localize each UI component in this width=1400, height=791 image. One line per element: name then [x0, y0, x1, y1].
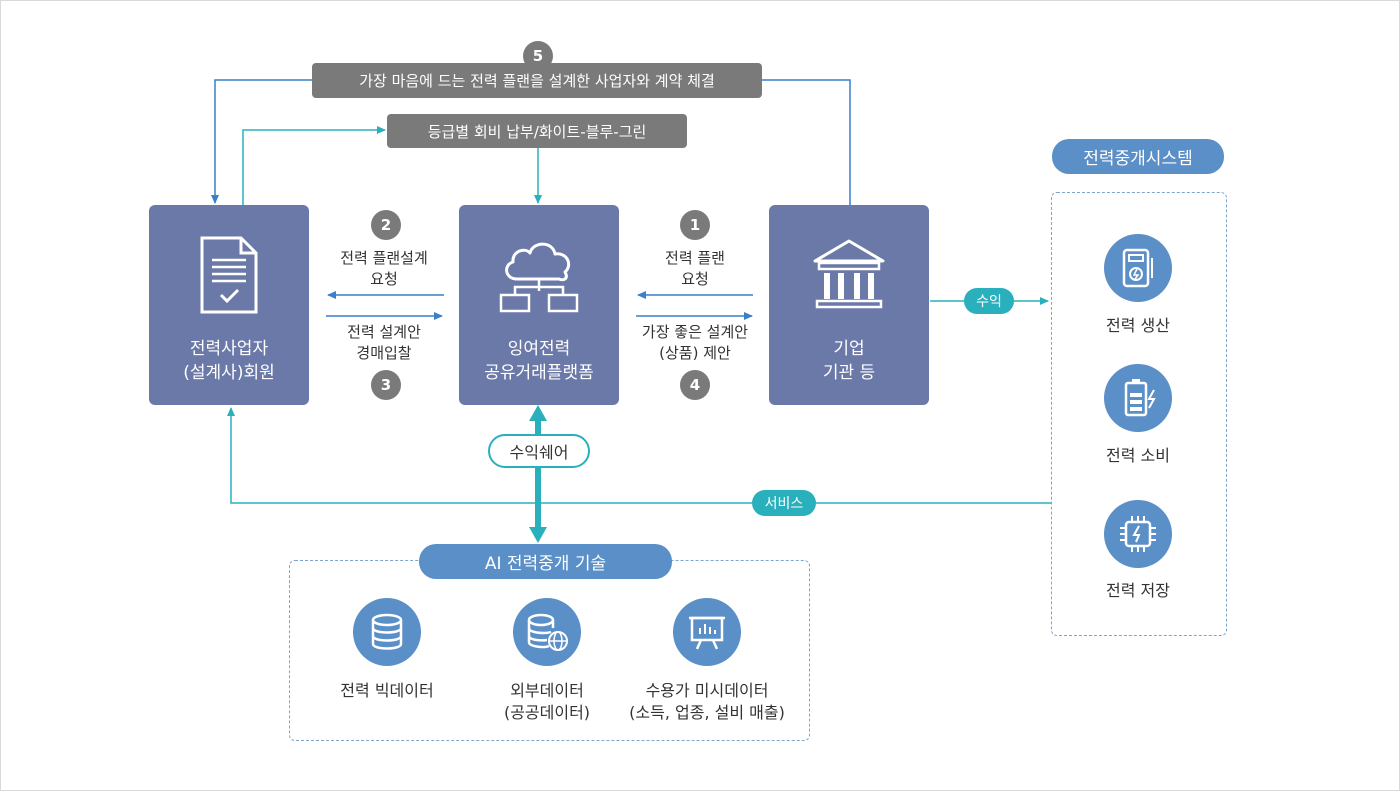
step-3-badge: 3 [371, 370, 401, 400]
company-label-1: 기업 [833, 339, 865, 359]
battery-charge-icon [1104, 364, 1172, 432]
ai-title: AI 전력중개 기술 [419, 544, 672, 579]
proposal-line-1: 가장 좋은 설계안 [641, 323, 749, 341]
presentation-board-icon [673, 598, 741, 666]
system-panel [1051, 192, 1227, 636]
system-item-consumption: 전력 소비 [1106, 446, 1170, 465]
cloud-network-icon [499, 242, 579, 313]
request-plan-line-1: 전력 플랜 [665, 249, 725, 267]
ai-item-bigdata-line-1: 전력 빅데이터 [340, 681, 434, 700]
platform-label-1: 잉여전력 [507, 339, 571, 359]
designer-member-box: 전력사업자 (설계사)회원 [149, 205, 309, 405]
step-2-badge: 2 [371, 210, 401, 240]
ai-item-bigdata: 전력 빅데이터 [307, 680, 467, 702]
ai-item-external-line-2: (공공데이터) [503, 703, 591, 722]
fee-label: 등급별 회비 납부/화이트-블루-그린 [387, 114, 687, 148]
service-tag: 서비스 [752, 490, 816, 516]
proposal-text: 가장 좋은 설계안 (상품) 제안 [620, 322, 770, 364]
ai-item-micro: 수용가 미시데이터 (소득, 업종, 설비 매출) [612, 680, 802, 724]
fee-line-left [242, 126, 386, 205]
company-box: 기업 기관 등 [769, 205, 929, 405]
proposal-line-2: (상품) 제안 [659, 344, 731, 362]
institution-building-icon [813, 239, 885, 309]
designer-label-1: 전력사업자 [189, 339, 269, 359]
contract-line [215, 79, 851, 205]
request-design-line-2: 요청 [370, 270, 398, 288]
company-label-2: 기관 등 [822, 363, 876, 383]
database-globe-icon [513, 598, 581, 666]
system-title: 전력중개시스템 [1052, 139, 1224, 174]
database-icon [353, 598, 421, 666]
energy-storage-chip-icon [1104, 500, 1172, 568]
ai-item-micro-line-2: (소득, 업종, 설비 매출) [629, 703, 785, 722]
ai-item-micro-line-1: 수용가 미시데이터 [645, 681, 769, 700]
step-4-badge: 4 [680, 370, 710, 400]
system-item-production: 전력 생산 [1106, 316, 1170, 335]
auction-text: 전력 설계안 경매입찰 [314, 322, 454, 364]
designer-label-2: (설계사)회원 [183, 363, 275, 383]
request-design-text: 전력 플랜설계 요청 [314, 248, 454, 290]
platform-box: 잉여전력 공유거래플랫폼 [459, 205, 619, 405]
auction-line-1: 전력 설계안 [347, 323, 421, 341]
revenue-tag: 수익 [964, 288, 1014, 314]
request-design-line-1: 전력 플랜설계 [340, 249, 428, 267]
request-plan-text: 전력 플랜 요청 [625, 248, 765, 290]
ai-item-external-line-1: 외부데이터 [510, 681, 584, 700]
power-production-icon [1104, 234, 1172, 302]
system-item-storage: 전력 저장 [1106, 581, 1170, 600]
request-plan-line-2: 요청 [681, 270, 709, 288]
platform-label-2: 공유거래플랫폼 [484, 363, 594, 383]
revenue-share-tag: 수익쉐어 [488, 434, 590, 468]
ai-item-external: 외부데이터 (공공데이터) [467, 680, 627, 724]
document-check-icon [200, 236, 258, 314]
contract-label: 가장 마음에 드는 전력 플랜을 설계한 사업자와 계약 체결 [312, 63, 762, 98]
auction-line-2: 경매입찰 [356, 344, 412, 362]
service-line [227, 407, 1051, 504]
step-1-badge: 1 [680, 210, 710, 240]
